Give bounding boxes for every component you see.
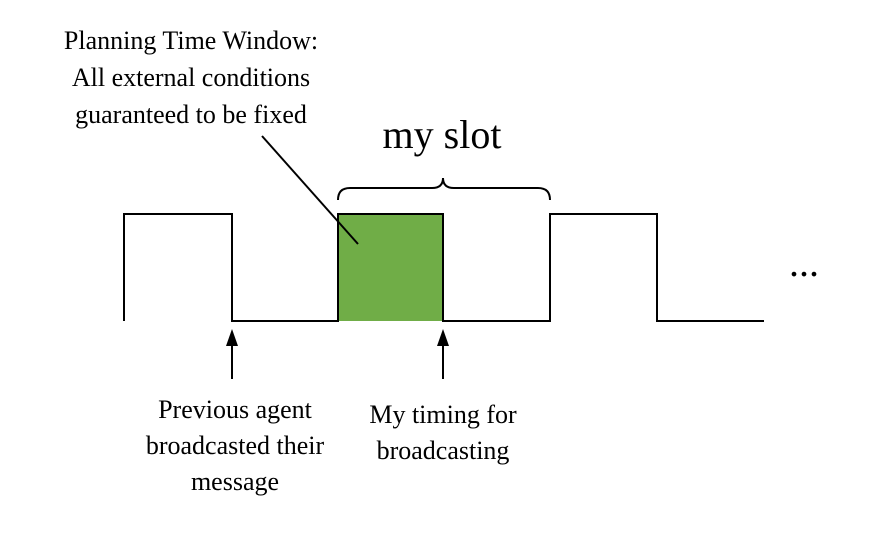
slot-brace bbox=[337, 177, 551, 201]
my-broadcast-arrow bbox=[437, 329, 449, 379]
continuation-ellipsis: ... bbox=[789, 240, 819, 285]
slot-square-wave bbox=[123, 213, 764, 322]
previous-agent-label: Previous agent broadcasted their message bbox=[145, 395, 325, 496]
my-slot-label: my slot bbox=[382, 112, 502, 157]
planning-window-region bbox=[338, 214, 443, 321]
my-timing-label: My timing for broadcasting bbox=[369, 400, 517, 465]
previous-broadcast-arrow bbox=[226, 329, 238, 379]
planning-window-label: Planning Time Window: All external condi… bbox=[63, 26, 319, 129]
planning-window-pointer-line bbox=[261, 135, 359, 245]
